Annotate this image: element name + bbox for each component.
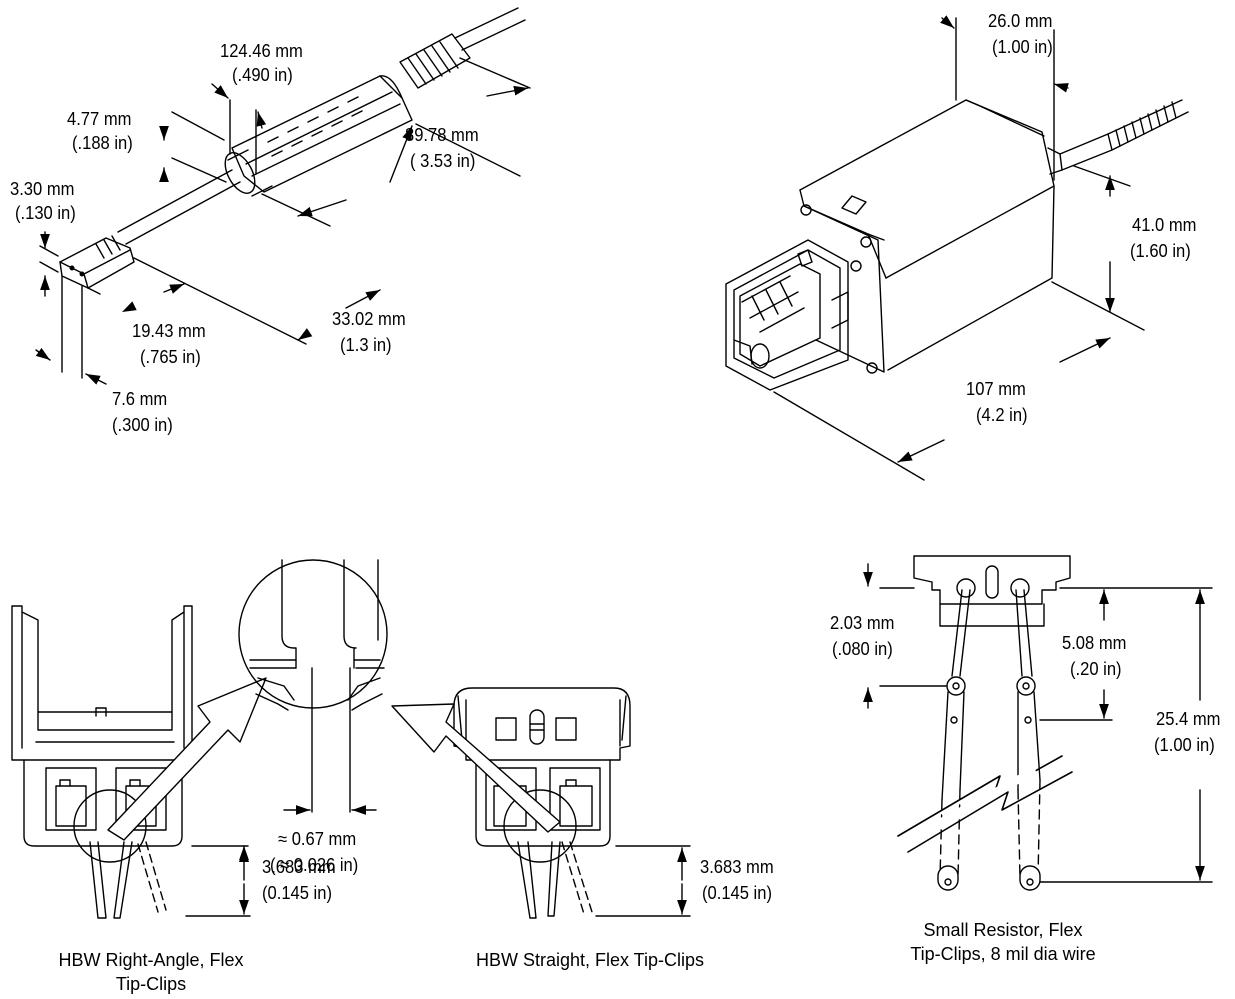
caption-small-resistor: Small Resistor, Flex Tip-Clips, 8 mil di… — [878, 918, 1128, 966]
dim-3302-in: (1.3 in) — [340, 335, 392, 355]
caption-small-resistor-line2: Tip-Clips, 8 mil dia wire — [910, 944, 1096, 964]
caption-right-angle: HBW Right-Angle, Flex Tip-Clips — [36, 948, 266, 996]
caption-right-angle-line2: Tip-Clips — [115, 974, 187, 994]
dim-477-mm: 4.77 mm — [67, 109, 132, 129]
dim-41-in: (1.60 in) — [1130, 241, 1191, 261]
probe-drawing — [35, 7, 531, 385]
dim-26-in: (1.00 in) — [992, 37, 1053, 57]
dim-107-in: (4.2 in) — [976, 405, 1028, 425]
dim-26-mm: 26.0 mm — [988, 11, 1053, 31]
dim-8978-in: ( 3.53 in) — [410, 151, 476, 171]
caption-right-angle-line1: HBW Right-Angle, Flex — [58, 950, 244, 970]
dim-330-in: (.130 in) — [15, 203, 76, 223]
dim-mid-in: (0.145 in) — [702, 883, 772, 903]
dim-left-in: (0.145 in) — [262, 883, 332, 903]
caption-small-resistor-line1: Small Resistor, Flex — [923, 920, 1083, 940]
dim-508-in: (.20 in) — [1070, 659, 1122, 679]
pitch-in: ( ≈ 0.026 in) — [270, 855, 359, 875]
dim-203-in: (.080 in) — [832, 639, 893, 659]
dim-203-mm: 2.03 mm — [830, 613, 895, 633]
dim-1943-in: (.765 in) — [140, 347, 201, 367]
dim-76-in: (.300 in) — [112, 415, 173, 435]
dim-41-mm: 41.0 mm — [1132, 215, 1197, 235]
dim-mid-mm: 3.683 mm — [700, 857, 774, 877]
dim-124-in: (.490 in) — [232, 65, 293, 85]
dim-76-mm: 7.6 mm — [112, 389, 168, 409]
dim-107-mm: 107 mm — [966, 379, 1026, 399]
caption-straight-line1: HBW Straight, Flex Tip-Clips — [475, 950, 705, 970]
dim-3302-mm: 33.02 mm — [332, 309, 406, 329]
straight-clip-drawing — [391, 687, 691, 919]
dim-508-mm: 5.08 mm — [1062, 633, 1127, 653]
module-drawing — [725, 15, 1189, 481]
magnified-detail — [238, 559, 388, 815]
dim-8978-mm: 89.78 mm — [405, 125, 479, 145]
dim-1943-mm: 19.43 mm — [132, 321, 206, 341]
dim-left-mm: 3.683 mm — [262, 857, 336, 877]
right-angle-clip-drawing — [11, 605, 267, 919]
dim-477-in: (.188 in) — [72, 133, 133, 153]
dim-330-mm: 3.30 mm — [10, 179, 75, 199]
caption-straight: HBW Straight, Flex Tip-Clips — [440, 948, 740, 972]
dim-124-mm: 124.46 mm — [220, 41, 303, 61]
pitch-mm: ≈ 0.67 mm — [278, 829, 357, 849]
dim-254-in: (1.00 in) — [1154, 735, 1215, 755]
dim-254-mm: 25.4 mm — [1156, 709, 1221, 729]
resistor-clip-drawing — [863, 555, 1213, 891]
